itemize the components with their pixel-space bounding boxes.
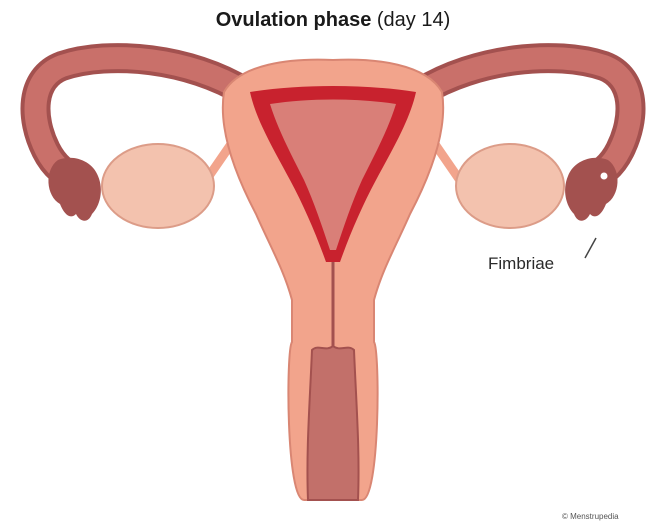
left-ovary xyxy=(102,144,214,228)
right-fimbriae xyxy=(565,158,617,221)
fimbriae-pointer xyxy=(585,238,596,258)
vagina xyxy=(307,346,358,500)
left-fimbriae xyxy=(48,158,100,221)
fimbriae-label: Fimbriae xyxy=(488,254,554,274)
credit-text: © Menstrupedia xyxy=(562,512,619,521)
right-ovary xyxy=(456,144,564,228)
egg-cell xyxy=(601,173,608,180)
